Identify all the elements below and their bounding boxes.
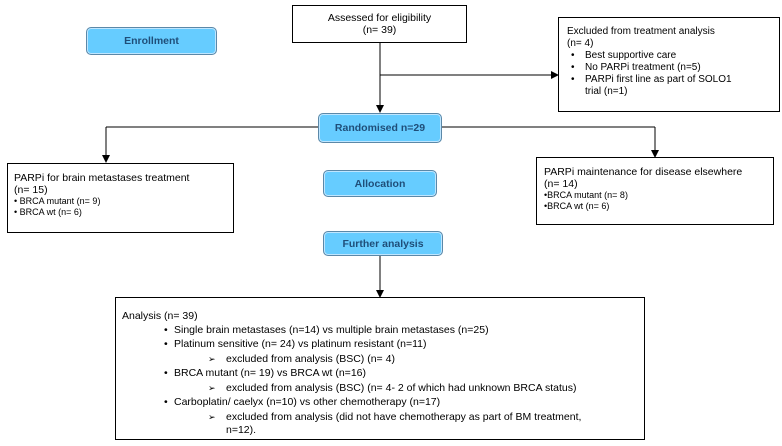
randomised-label: Randomised n=29	[318, 113, 442, 143]
left-arm-box: PARPi for brain metastases treatment (n=…	[7, 163, 234, 233]
left-arm-count: (n= 15)	[14, 184, 48, 196]
excluded-item: PARPi first line as part of SOLO1	[567, 74, 779, 86]
analysis-sub-3: excluded from analysis (BSC) (n= 4- 2 of…	[226, 382, 577, 394]
arrow-bullet-icon: ➢	[208, 412, 216, 422]
right-arm-box: PARPi maintenance for disease elsewhere …	[536, 157, 774, 225]
assessed-title: Assessed for eligibility	[327, 12, 432, 24]
left-arm-item: • BRCA mutant (n= 9)	[14, 196, 101, 206]
analysis-bullet-2: Platinum sensitive (n= 24) vs platinum r…	[174, 338, 427, 350]
excluded-count: (n= 4)	[567, 38, 594, 49]
right-arm-item: •BRCA mutant (n= 8)	[544, 190, 628, 200]
analysis-sub-4b: n=12).	[226, 424, 257, 436]
analysis-title: Analysis (n= 39)	[122, 310, 198, 322]
analysis-bullet-1: Single brain metastases (n=14) vs multip…	[174, 324, 489, 336]
bullet-dot: •	[164, 367, 168, 379]
right-arm-title: PARPi maintenance for disease elsewhere	[544, 166, 743, 178]
excluded-item-cont: trial (n=1)	[585, 86, 628, 97]
excluded-item: No PARPi treatment (n=5)	[567, 62, 779, 74]
bullet-dot: •	[164, 396, 168, 408]
bullet-dot: •	[164, 338, 168, 350]
allocation-label: Allocation	[323, 170, 437, 197]
analysis-bullet-4: Carboplatin/ caelyx (n=10) vs other chem…	[174, 396, 441, 408]
right-arm-count: (n= 14)	[544, 178, 578, 190]
assessed-count: (n= 39)	[362, 24, 397, 36]
right-arm-item: •BRCA wt (n= 6)	[544, 201, 610, 211]
left-arm-title: PARPi for brain metastases treatment	[14, 172, 190, 184]
excluded-title: Excluded from treatment analysis	[567, 26, 715, 37]
analysis-box: Analysis (n= 39) • Single brain metastas…	[115, 297, 645, 440]
excluded-list: Best supportive care No PARPi treatment …	[567, 50, 779, 86]
further-analysis-label: Further analysis	[323, 231, 443, 256]
arrow-bullet-icon: ➢	[208, 383, 216, 393]
excluded-box: Excluded from treatment analysis (n= 4) …	[558, 17, 780, 112]
left-arm-item: • BRCA wt (n= 6)	[14, 207, 82, 217]
analysis-bullet-3: BRCA mutant (n= 19) vs BRCA wt (n=16)	[174, 367, 366, 379]
enrollment-label: Enrollment	[86, 27, 217, 55]
arrow-bullet-icon: ➢	[208, 354, 216, 364]
assessed-box: Assessed for eligibility (n= 39)	[292, 5, 467, 43]
bullet-dot: •	[164, 324, 168, 336]
excluded-item: Best supportive care	[567, 50, 779, 62]
analysis-sub-4a: excluded from analysis (did not have che…	[226, 411, 582, 423]
analysis-sub-2: excluded from analysis (BSC) (n= 4)	[226, 353, 395, 365]
